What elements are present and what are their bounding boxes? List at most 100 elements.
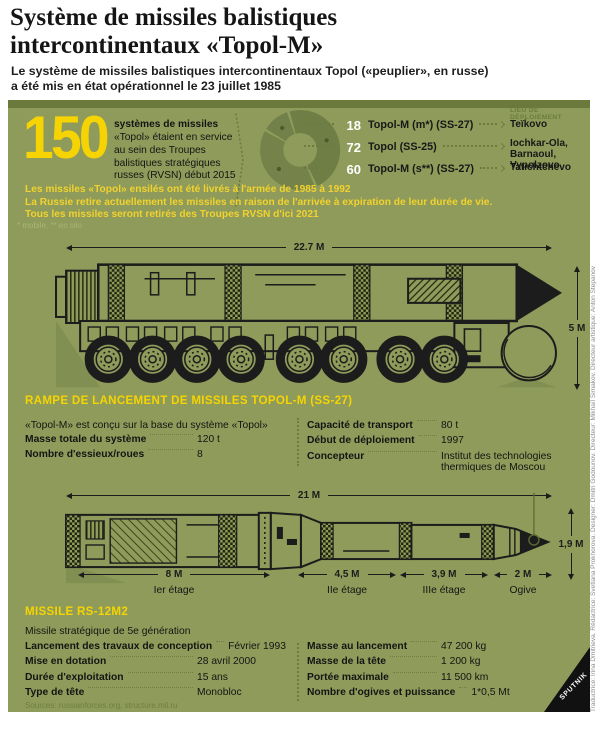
dotted-leader [150, 434, 193, 435]
dimension-line [190, 574, 265, 575]
donut-dot [280, 125, 285, 131]
launcher-intro: «Topol-M» est conçu sur la base du systè… [25, 420, 268, 431]
dotted-leader [127, 671, 193, 673]
spec-label: Masse totale du système [25, 434, 147, 445]
dimension-line [406, 574, 424, 575]
spec-label: Durée d'exploitation [25, 671, 124, 683]
dimension-launcher-height: 5 M [564, 266, 590, 390]
arrow-right-icon [497, 120, 506, 128]
big-number-description: systèmes de missiles «Topol» étaient en … [114, 119, 240, 183]
dotted-leader [392, 671, 437, 673]
dotted-column-divider [297, 418, 299, 466]
dotted-leader [148, 449, 193, 451]
donut-segment-topol-m-mobile [266, 112, 295, 142]
stage-label: IIIe étage [422, 585, 466, 596]
spec-label: Masse de la tête [307, 656, 386, 668]
spec-row: Masse au lancement 47 200 kg [307, 641, 581, 653]
credits-vertical-text: Traductrice: Irina Dmitrieva. Rédactrice… [590, 265, 597, 712]
spec-label: Début de déploiement [307, 435, 415, 447]
spec-row: Mise en dotation 28 avril 2000 [25, 656, 293, 668]
dimension-line [570, 514, 572, 536]
dotted-leader [459, 686, 468, 688]
spec-label: Concepteur [307, 450, 365, 462]
spec-label: Portée maximale [307, 671, 389, 683]
arrow-left-icon [66, 244, 72, 251]
launcher-specs-left: Masse totale du système 120 t Nombre d'e… [25, 434, 293, 465]
spec-label: Type de tête [25, 686, 85, 698]
dimension-line [328, 495, 547, 496]
spec-label: Mise en dotation [25, 656, 107, 668]
spec-value: 1*0,5 Mt [471, 686, 510, 698]
spec-row: Concepteur Institut des technologies the… [307, 450, 581, 475]
dimension-label: 1,9 M [558, 538, 584, 550]
spec-value: 80 t [441, 420, 459, 431]
dimension-label: 4,5 M [334, 569, 360, 580]
stage-label: IIe étage [326, 585, 368, 596]
spec-value: 28 avril 2000 [197, 656, 256, 668]
dimension-label: 22.7 M [293, 242, 325, 253]
spec-row: Début de déploiement 1997 [307, 435, 581, 447]
dimension-line [72, 247, 286, 248]
deployment-location: Tatichtchevo [510, 162, 571, 173]
deployment-location: Iochkar-Ola, Barnaoul, Vypolzovo [510, 138, 568, 172]
donut-segment-topol-m-silo [260, 131, 315, 190]
missile-section-heading: MISSILE RS-12M2 [25, 605, 129, 618]
arrow-down-icon [574, 384, 580, 390]
legend-value: 18 [346, 117, 361, 133]
dotted-leader [418, 435, 437, 437]
spec-value: 47 200 kg [441, 641, 487, 652]
arrow-left-icon [494, 571, 500, 578]
legend-row: 72 Topol (SS-25) [304, 137, 506, 157]
legend-label: Topol-M (m*) (SS-27) [368, 119, 474, 131]
donut-dot [276, 166, 281, 172]
dotted-leader [389, 656, 437, 658]
spec-label: Capacité de transport [307, 420, 413, 431]
dimension-line [576, 272, 578, 320]
spec-label: Lancement des travaux de conception [25, 641, 213, 652]
launcher-section-heading: RAMPE DE LANCEMENT DE MISSILES TOPOL-M (… [25, 394, 353, 407]
dotted-leader [110, 656, 193, 658]
big-number: 150 [23, 104, 110, 171]
spec-value: Institut des technologies thermiques de … [441, 450, 552, 474]
spec-value: 120 t [197, 434, 220, 445]
page-subtitle: Le système de missiles balistiques inter… [11, 64, 489, 94]
arrow-left-icon [66, 492, 72, 499]
legend-value: 72 [346, 139, 361, 155]
spec-value: 8 [197, 449, 203, 461]
spec-row: Nombre d'essieux/roues 8 [25, 449, 293, 461]
spec-value: 11 500 km [441, 671, 489, 683]
arrow-left-icon [78, 571, 84, 578]
dimension-label: 3,9 M [431, 569, 457, 580]
arrow-right-icon [546, 244, 553, 251]
stage-label: Ier étage [153, 585, 195, 596]
spec-value: 15 ans [197, 671, 228, 683]
dotted-leader [411, 641, 437, 642]
dimension-ogive: 2 M [494, 569, 553, 580]
spec-row: Masse de la tête 1 200 kg [307, 656, 581, 668]
launcher-vehicle-illustration [55, 263, 562, 388]
arrow-right-icon [546, 571, 553, 578]
dimension-line [500, 574, 507, 575]
dotted-leader [216, 641, 225, 642]
leader-dots [479, 122, 497, 125]
dotted-leader [368, 450, 437, 452]
missile-illustration [65, 492, 551, 584]
arrow-left-icon [400, 571, 406, 578]
spec-row: Nombre d'ogives et puissance 1*0,5 Mt [307, 686, 581, 699]
legend-value: 60 [346, 161, 361, 177]
infographic-panel: 150 systèmes de missiles «Topol» étaient… [8, 100, 590, 712]
arrow-left-icon [298, 571, 304, 578]
dimension-missile-length: 21 M [66, 490, 553, 501]
dimension-line [570, 552, 572, 574]
leader-dots [304, 166, 334, 169]
legend-label: Topol-M (s**) (SS-27) [368, 163, 474, 175]
dimension-missile-height: 1,9 M [556, 508, 586, 580]
dimension-line [332, 247, 547, 248]
arrow-up-icon [568, 508, 574, 514]
arrow-right-icon [497, 164, 506, 172]
spec-value: Février 1993 [228, 641, 286, 652]
wheels [84, 335, 468, 383]
dotted-leader [88, 686, 193, 688]
spec-label: Nombre d'essieux/roues [25, 449, 145, 461]
legend-label: Topol (SS-25) [368, 141, 437, 153]
